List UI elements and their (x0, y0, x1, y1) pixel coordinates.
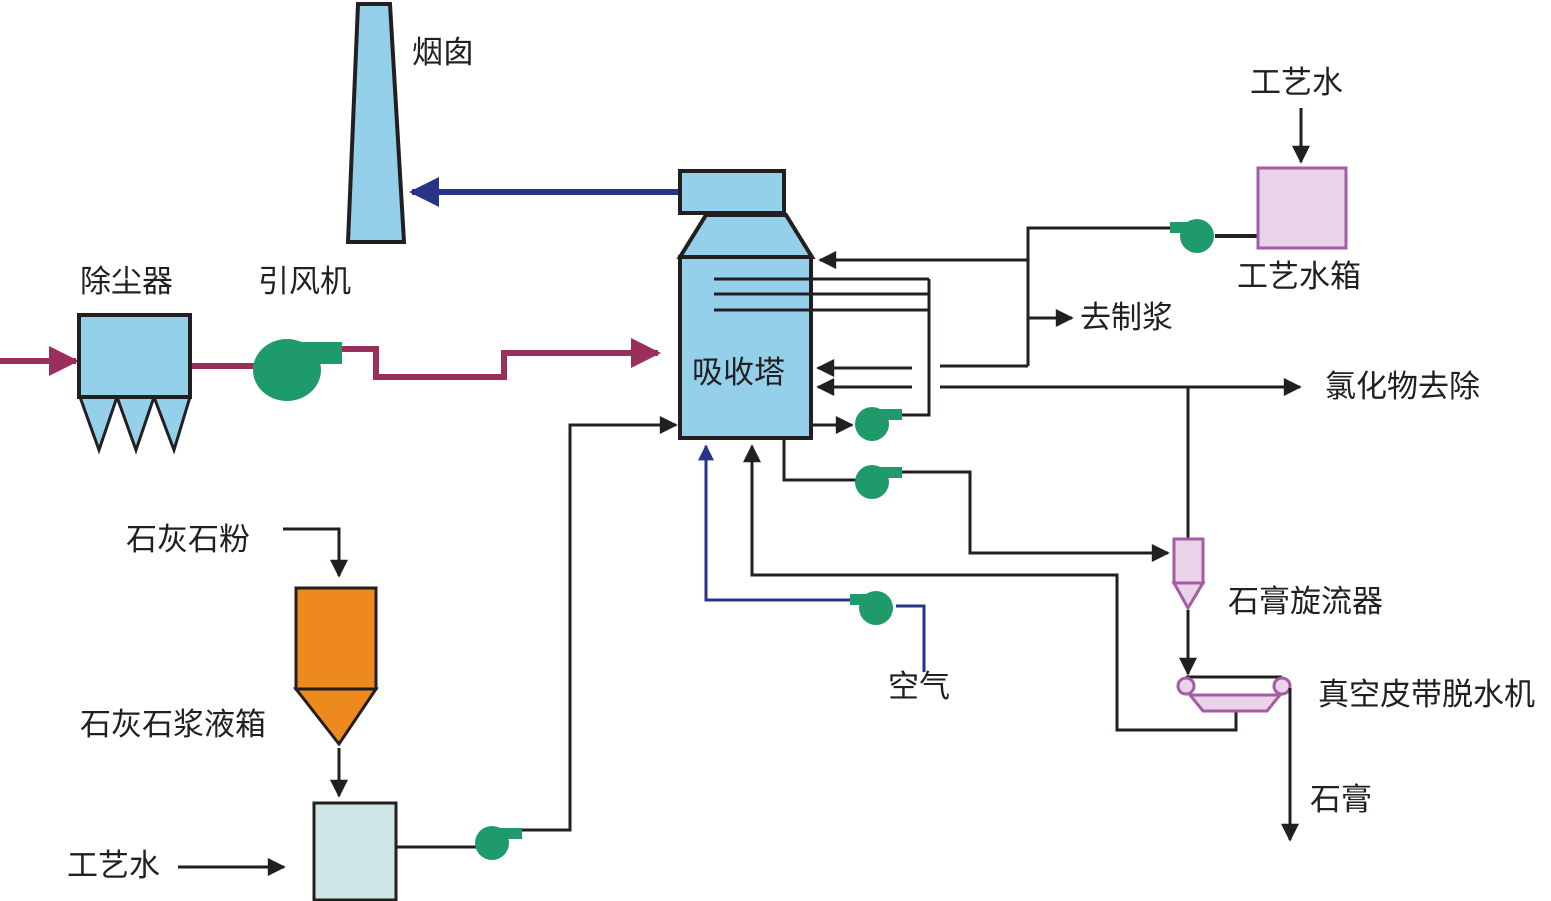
limestone-silo (292, 586, 379, 747)
pump-air-icon (850, 591, 893, 625)
limestone-slurry-tank (312, 801, 398, 901)
filtrate-return-line (743, 444, 1238, 732)
vacuum-belt-filter (1176, 675, 1292, 713)
process-water-line (818, 226, 1258, 368)
chimney (345, 1, 407, 244)
label-process-water-top: 工艺水 (1250, 65, 1343, 101)
pump-recirculation-icon (855, 407, 902, 441)
label-process-water-tank: 工艺水箱 (1237, 259, 1361, 295)
bleed-line (782, 438, 858, 482)
limestone-feed-line (283, 527, 348, 578)
label-limestone-powder: 石灰石粉 (126, 522, 250, 558)
label-induced-fan: 引风机 (258, 264, 351, 300)
absorber-inlet-arrows (816, 359, 1302, 538)
air-line-to-absorber (698, 444, 850, 602)
label-chimney: 烟囱 (412, 35, 474, 71)
label-absorber: 吸收塔 (692, 355, 785, 391)
bleed-to-cyclone (902, 470, 1170, 562)
label-limestone-slurry-tank: 石灰石浆液箱 (80, 707, 266, 743)
pump-slurry-feed-icon (475, 826, 522, 860)
air-line (896, 604, 926, 672)
absorber-tower (678, 255, 813, 440)
label-gypsum-cyclone: 石膏旋流器 (1228, 584, 1383, 620)
label-chloride-removal: 氯化物去除 (1325, 369, 1480, 405)
absorber-cone (676, 213, 816, 259)
gypsum-cyclone (1171, 537, 1206, 611)
absorber-outlet-box (678, 169, 786, 215)
pump-bleed-icon (855, 465, 902, 499)
slurry-feed-line (522, 416, 678, 832)
pump-process-water-icon (1170, 219, 1214, 253)
label-process-water-bottom: 工艺水 (67, 848, 160, 884)
process-water-tank (1256, 166, 1348, 250)
spray-headers (714, 277, 931, 417)
label-dust-collector: 除尘器 (80, 264, 173, 300)
label-to-slurry: 去制浆 (1080, 300, 1173, 336)
label-air: 空气 (888, 669, 950, 705)
dust-collector (77, 313, 193, 455)
induced-fan-icon (253, 339, 342, 401)
label-vacuum-belt-filter: 真空皮带脱水机 (1318, 677, 1535, 713)
label-gypsum: 石膏 (1310, 782, 1372, 818)
flue-gas-to-absorber (340, 338, 661, 380)
